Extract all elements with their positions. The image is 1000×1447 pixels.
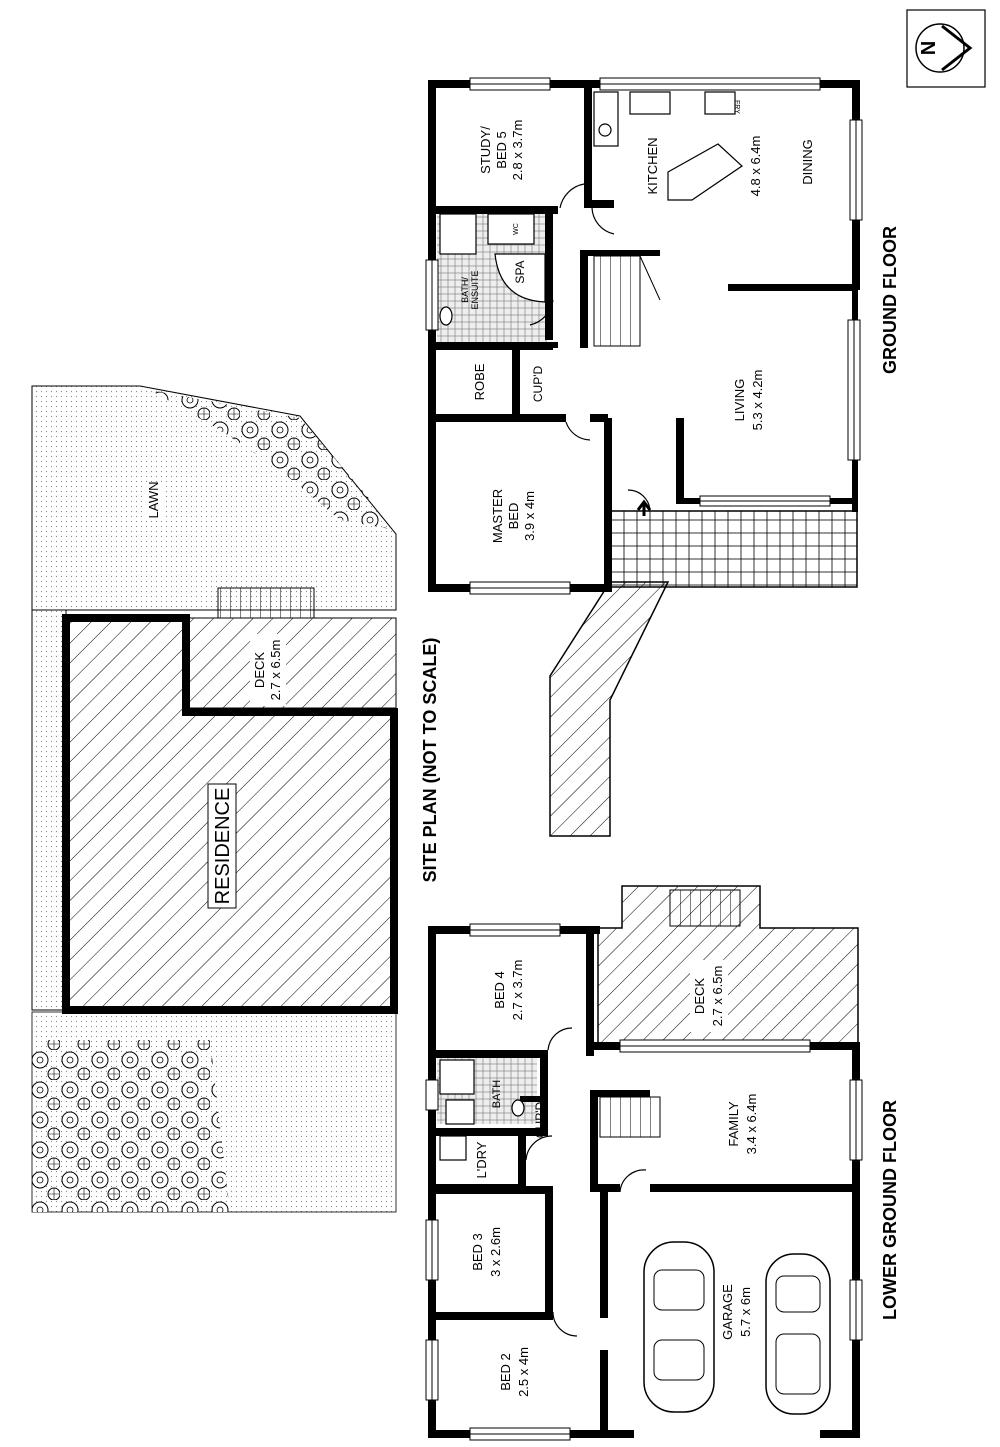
bath-label-2: ENSUITE — [470, 270, 480, 309]
door-bed2 — [552, 1311, 578, 1337]
site-deck-dims: 2.7 x 6.5m — [268, 640, 283, 701]
dining-label: DINING — [800, 139, 815, 185]
living-label: LIVING — [732, 379, 747, 422]
living-dims: 5.3 x 4.2m — [750, 370, 765, 431]
lower-bath-label: BATH — [491, 1080, 503, 1109]
door-bed4 — [547, 1027, 573, 1051]
fridge-icon — [704, 91, 736, 115]
lower-internal-stairs — [599, 1096, 661, 1138]
internal-stairs — [593, 255, 641, 347]
ground-floor-title: GROUND FLOOR — [880, 226, 900, 374]
cooktop-icon — [598, 123, 612, 137]
car-sedan-icon — [643, 1241, 715, 1413]
lower-deck-dims: 2.7 x 6.5m — [710, 966, 725, 1027]
site-deck — [185, 617, 397, 709]
family-label: FAMILY — [726, 1101, 741, 1147]
laundry-label: L'DRY — [474, 1141, 489, 1178]
study-dims: 2.8 x 3.7m — [510, 120, 525, 181]
fridge-label: FRY — [733, 100, 740, 114]
bed2-label: BED 2 — [498, 1353, 513, 1391]
side-path — [31, 609, 67, 1011]
entry-ramp — [549, 581, 670, 837]
site-plan-title: SITE PLAN (NOT TO SCALE) — [420, 638, 440, 883]
bed3-dims: 3 x 2.6m — [488, 1227, 503, 1277]
car-coupe-icon — [765, 1253, 831, 1415]
spa-label: SPA — [513, 260, 527, 283]
shower-icon — [439, 213, 477, 255]
compass-circle-icon — [915, 23, 965, 73]
bed3-label: BED 3 — [470, 1233, 485, 1271]
laundry-tub-icon — [439, 1135, 467, 1161]
site-plan: LAWN DECK 2.7 x 6.5m RESIDENCE SITE PLAN… — [31, 385, 440, 1213]
site-deck-stairs — [217, 587, 315, 619]
door-master — [565, 421, 591, 441]
compass-label: N — [918, 41, 940, 55]
lower-cupd-label: CUP'D — [533, 1102, 547, 1139]
bed4-label: BED 4 — [492, 971, 507, 1009]
wc-label: WC — [513, 223, 520, 235]
basin-icon — [439, 306, 453, 326]
deck-stairs — [669, 889, 741, 927]
lawn-label: LAWN — [146, 481, 161, 518]
master-dims: 3.9 x 4m — [522, 491, 537, 541]
spa-bath-icon — [494, 253, 546, 303]
kitchen-bench — [593, 91, 619, 147]
site-deck-label: DECK — [252, 652, 267, 688]
lower-deck-label: DECK — [692, 978, 707, 1014]
door-ensuite — [529, 299, 554, 326]
ground-floor-plan: FRY WC SPA STUDY/ BED 5 2.8 x 3.7m KITCH… — [425, 77, 900, 837]
front-deck-tiles — [606, 510, 858, 588]
door-laundry — [525, 1135, 553, 1161]
family-dims: 3.4 x 6.4m — [744, 1094, 759, 1155]
robe-label: ROBE — [472, 363, 487, 400]
lower-toilet-icon — [445, 1099, 475, 1125]
residence-label: RESIDENCE — [212, 788, 234, 905]
front-garden-bed — [32, 1040, 230, 1212]
master-label-2: BED — [506, 503, 521, 530]
kitchen-island — [667, 143, 743, 201]
lower-shower-icon — [439, 1059, 475, 1095]
door-family — [619, 1169, 647, 1193]
bath-label-1: BATH/ — [460, 277, 470, 303]
kitchen-label: KITCHEN — [645, 137, 660, 194]
rear-garden-bed — [150, 390, 396, 530]
north-arrow-icon — [941, 24, 973, 72]
bed4-dims: 2.7 x 3.7m — [510, 960, 525, 1021]
lower-ground-floor-plan: BED 4 2.7 x 3.7m DECK 2.7 x 6.5m BATH CU… — [425, 885, 900, 1441]
lower-ground-floor-title: LOWER GROUND FLOOR — [880, 1100, 900, 1320]
garage-label: GARAGE — [720, 1284, 735, 1340]
cupd-label: CUP'D — [531, 366, 545, 403]
entry-arrow-icon — [636, 499, 652, 516]
door-kitchen — [591, 207, 615, 235]
door-study — [559, 183, 585, 209]
study-label-1: STUDY/ — [478, 126, 493, 174]
north-compass: N — [906, 9, 986, 88]
study-label-2: BED 5 — [494, 131, 509, 169]
toilet-icon — [487, 213, 535, 245]
master-label-1: MASTER — [490, 489, 505, 543]
bed2-dims: 2.5 x 4m — [516, 1347, 531, 1397]
kitchen-dims: 4.8 x 6.4m — [748, 136, 763, 197]
lower-basin-icon — [511, 1099, 525, 1117]
kitchen-sink-icon — [629, 91, 671, 115]
garage-dims: 5.7 x 6m — [738, 1287, 753, 1337]
